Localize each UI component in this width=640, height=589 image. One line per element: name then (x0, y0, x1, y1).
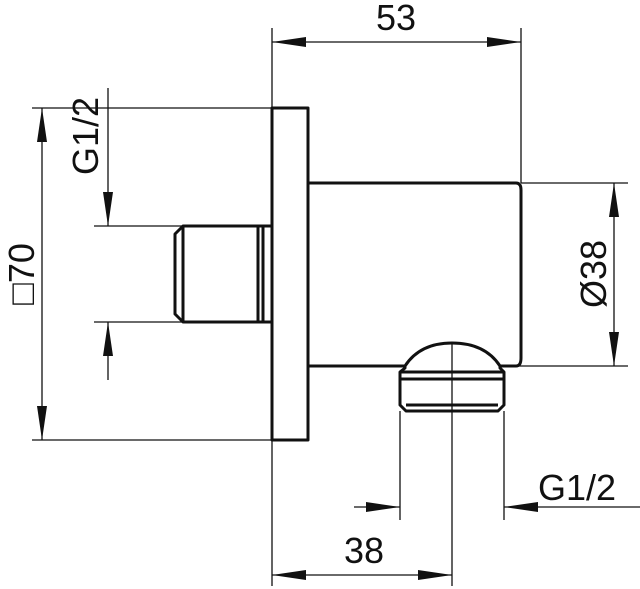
dimension-outlet-thread: G1/2 (354, 411, 640, 520)
wall-flange (270, 106, 310, 442)
dim-arrow (487, 37, 521, 47)
dim-arrow (103, 322, 113, 356)
dim-label-38: 38 (344, 530, 384, 571)
part-outline (173, 106, 523, 442)
dim-label-diameter-38: Ø38 (573, 240, 614, 308)
dimension-body-diameter: Ø38 (500, 182, 628, 367)
dim-arrow (272, 570, 306, 580)
dimension-inlet-thread: G1/2 (65, 88, 183, 380)
dim-arrow (609, 332, 619, 366)
dim-arrow (37, 406, 47, 440)
dim-arrow (37, 108, 47, 142)
dim-label-outlet-g12: G1/2 (538, 467, 616, 508)
dimension-overall-depth: 53 (271, 0, 522, 183)
dim-label-square-70: □70 (1, 243, 42, 305)
dim-label-inlet-g12: G1/2 (65, 97, 106, 175)
dim-label-53: 53 (376, 0, 416, 38)
dimension-flange-square: □70 (1, 107, 272, 441)
dim-arrow (504, 502, 538, 512)
dim-arrow (103, 192, 113, 226)
cylinder-body (308, 181, 523, 368)
dim-arrow (418, 570, 452, 580)
dim-arrow (366, 502, 400, 512)
dimension-outlet-offset: 38 (271, 343, 453, 586)
dim-arrow (609, 183, 619, 217)
dim-arrow (272, 37, 306, 47)
